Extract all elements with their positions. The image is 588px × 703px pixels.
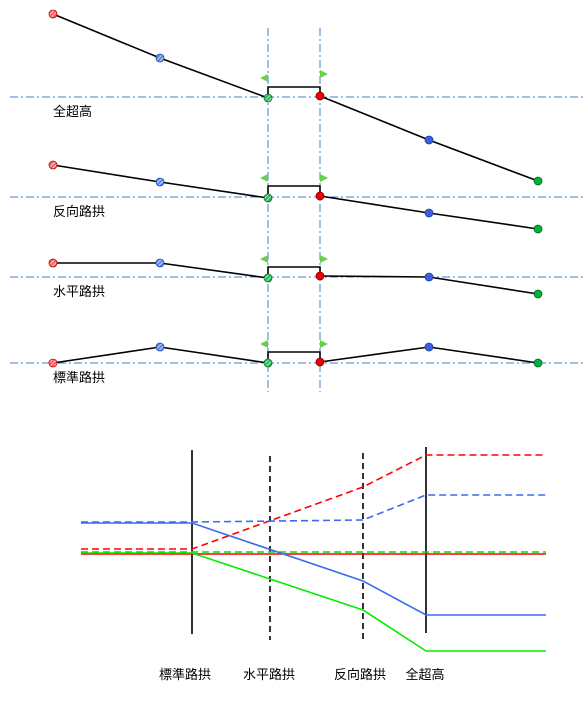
hatched-point: [48, 9, 58, 19]
bracket: [267, 86, 321, 98]
hatched-point: [155, 177, 165, 187]
red-point: [315, 91, 325, 101]
row-label: 全超高: [53, 104, 92, 120]
bracket: [267, 351, 321, 363]
flag-left-icon: [260, 255, 268, 263]
flag-left-icon: [260, 174, 268, 182]
blue-point: [424, 208, 434, 218]
flag-right-icon: [320, 340, 328, 348]
row-label: 標準路拱: [53, 370, 105, 386]
station-label: 水平路拱: [243, 667, 295, 683]
flag-right-icon: [320, 174, 328, 182]
green-solid-edge: [81, 552, 546, 652]
red-point: [315, 357, 325, 367]
hatched-point: [155, 53, 165, 63]
hatched-point: [48, 258, 58, 268]
hatched-point: [48, 358, 58, 368]
green-point: [533, 224, 543, 234]
row-full-superelevation: 全超高: [10, 9, 584, 186]
cross-section-panel: 全超高 反向路拱: [10, 9, 584, 392]
green-point: [533, 289, 543, 299]
hatched-point: [155, 258, 165, 268]
green-point: [533, 176, 543, 186]
hatched-point: [263, 93, 273, 103]
station-label: 標準路拱: [159, 667, 211, 683]
hatched-point: [263, 358, 273, 368]
hatched-point: [48, 160, 58, 170]
hatched-point: [155, 342, 165, 352]
blue-point: [424, 342, 434, 352]
red-point: [315, 191, 325, 201]
blue-point: [424, 272, 434, 282]
red-dashed-edge: [81, 454, 546, 550]
row-reverse-crown: 反向路拱: [10, 160, 584, 234]
flag-right-icon: [320, 70, 328, 78]
bracket: [267, 185, 321, 198]
blue-solid-edge: [81, 522, 546, 616]
flag-left-icon: [260, 74, 268, 82]
row-label: 反向路拱: [53, 204, 105, 220]
green-point: [533, 358, 543, 368]
flag-left-icon: [260, 340, 268, 348]
flag-right-icon: [320, 255, 328, 263]
row-level-crown: 水平路拱: [10, 255, 584, 300]
transition-panel: 標準路拱 水平路拱 反向路拱 全超高: [81, 447, 546, 683]
red-point: [315, 271, 325, 281]
hatched-point: [263, 193, 273, 203]
row-normal-crown: 標準路拱: [10, 340, 584, 386]
blue-dashed-edge: [81, 494, 546, 523]
hatched-point: [263, 273, 273, 283]
blue-point: [424, 135, 434, 145]
bracket: [267, 266, 321, 278]
station-label: 反向路拱: [334, 667, 386, 683]
row-label: 水平路拱: [53, 284, 105, 300]
station-label: 全超高: [405, 667, 444, 683]
